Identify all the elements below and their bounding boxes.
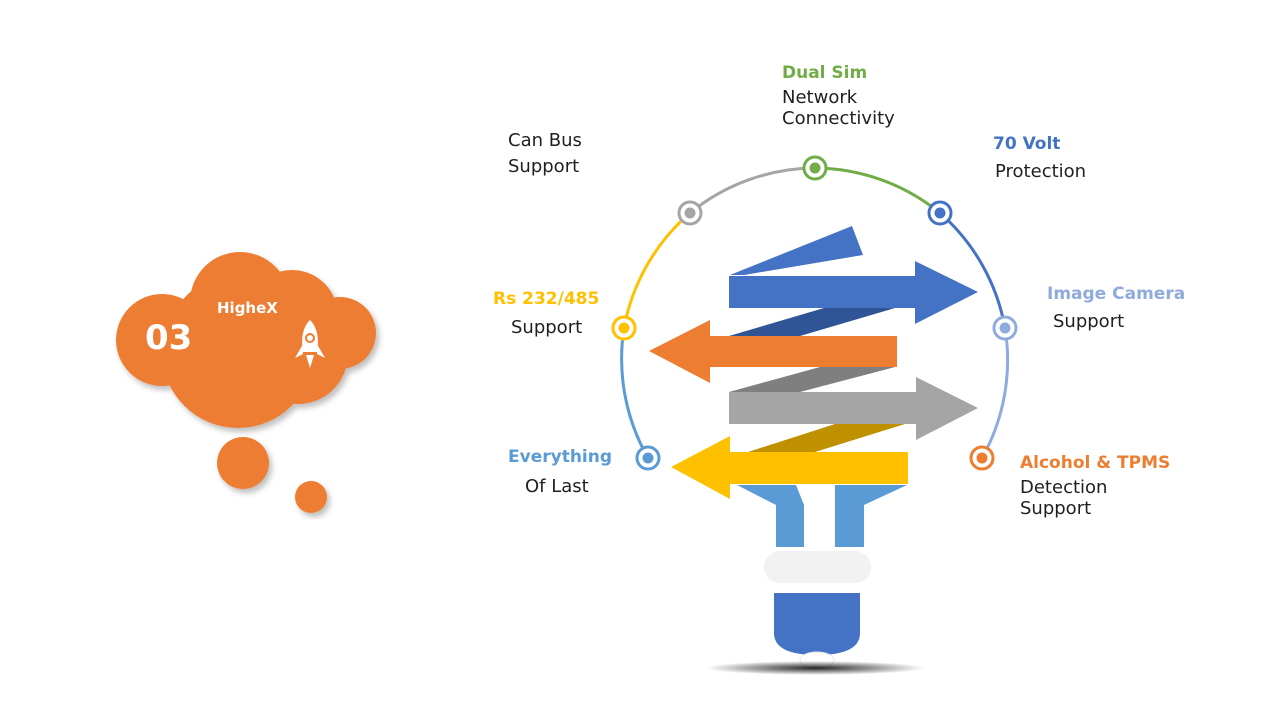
bulb-neck-left <box>737 485 804 547</box>
bulb-shadow <box>705 661 925 675</box>
bulb-base <box>705 485 925 675</box>
feature-line: Support <box>508 155 580 177</box>
thought-bubble-small <box>295 481 327 513</box>
cloud-title: HigheX <box>217 299 278 317</box>
arrow-gray-right <box>729 377 978 440</box>
feature-line: Can Bus <box>508 130 582 151</box>
arrow-yellow-left <box>671 436 908 499</box>
arrow-orange-left <box>649 320 897 383</box>
bulb-ring <box>620 166 1010 459</box>
feature-heading: Rs 232/485 <box>493 289 600 309</box>
feature-line: Network <box>782 86 858 108</box>
bulb-cap <box>774 593 860 655</box>
feature-heading: Dual Sim <box>782 63 868 83</box>
feature-line: Protection <box>995 160 1087 182</box>
ring-node-everything <box>635 445 661 471</box>
feature-heading: Image Camera <box>1047 284 1186 304</box>
feature-line: Of Last <box>525 475 589 497</box>
ring-node-can-bus <box>677 200 703 226</box>
bulb-neck-right <box>835 485 907 547</box>
ring-node-alcohol-tpms <box>969 445 995 471</box>
feature-alcohol-tpms: Alcohol & TPMS Detection Support <box>1020 454 1170 519</box>
thought-bubble-medium <box>217 437 269 489</box>
feature-rs-232: Rs 232/485 Support <box>493 290 599 337</box>
feature-everything: Everything Of Last <box>508 448 612 496</box>
feature-heading: Everything <box>508 447 613 467</box>
ring-node-dual-sim <box>802 155 828 181</box>
feature-can-bus: Can Bus Support <box>508 131 582 177</box>
arrow-blue-right <box>729 261 978 324</box>
ring-node-70-volt <box>927 200 953 226</box>
feature-line: Support <box>511 316 583 338</box>
feature-dual-sim: Dual Sim Network Connectivity <box>782 64 895 129</box>
ring-node-rs-232 <box>611 315 637 341</box>
cloud-number: 03 <box>145 318 193 358</box>
rocket-icon <box>295 320 325 368</box>
ring-node-image-camera <box>992 315 1018 341</box>
feature-70-volt: 70 Volt Protection <box>993 135 1086 181</box>
feature-image-camera: Image Camera Support <box>1047 285 1185 331</box>
arrow-connector-top <box>730 226 863 275</box>
feature-line: Support <box>1053 310 1125 332</box>
arrow-connector-dark-blue <box>729 308 895 336</box>
arrow-connector-yellow <box>748 424 905 452</box>
feature-heading: Alcohol & TPMS <box>1020 453 1171 473</box>
zigzag-arrows <box>649 226 978 499</box>
bulb-collar <box>764 551 871 583</box>
feature-line: Support <box>1020 498 1092 520</box>
feature-line: Detection <box>1020 476 1108 498</box>
arrow-connector-gray <box>729 367 895 392</box>
feature-heading: 70 Volt <box>993 134 1061 154</box>
feature-line: Connectivity <box>782 108 895 130</box>
